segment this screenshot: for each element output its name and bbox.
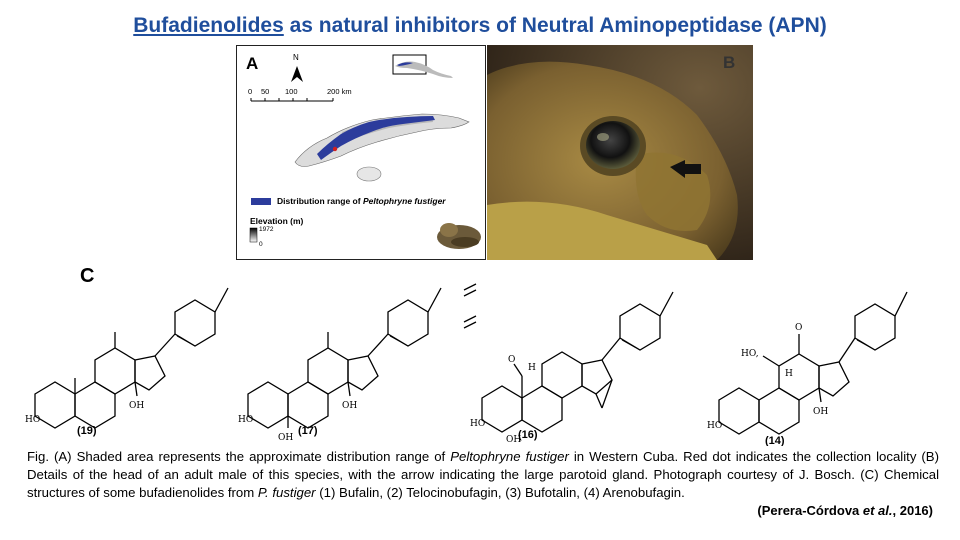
panel-a-map: A N 0 50 100 200 km Distrib	[236, 45, 486, 260]
north-arrow-icon	[291, 66, 303, 82]
caption-part-1: Fig. (A) Shaded area represents the appr…	[27, 449, 451, 464]
distribution-range	[317, 116, 435, 160]
elevation-min: 0	[259, 241, 263, 248]
structure-19: HO OH (19)	[25, 287, 229, 437]
oh-label: OH	[129, 401, 144, 411]
oh-label: OH	[342, 401, 357, 411]
caption-part-3: (1) Bufalin, (2) Telocinobufagin, (3) Bu…	[315, 485, 685, 500]
compound-number: (14)	[765, 435, 785, 446]
slide-title: Bufadienolides as natural inhibitors of …	[0, 14, 960, 38]
citation: (Perera-Córdova et al., 2016)	[757, 503, 933, 518]
citation-year: , 2016)	[892, 503, 933, 518]
ho-label-2: HO,	[741, 349, 759, 359]
panel-b-label: B	[723, 53, 736, 72]
scale-tick-50: 50	[261, 87, 270, 96]
title-keyword: Bufadienolides	[133, 14, 284, 37]
panel-a-label: A	[246, 54, 259, 73]
scale-tick-0: 0	[248, 87, 253, 96]
legend-prefix: Distribution range of	[277, 196, 363, 206]
figure-caption: Fig. (A) Shaded area represents the appr…	[27, 448, 939, 502]
structure-16: HO OH H O (16)	[463, 283, 674, 445]
toad-photo	[487, 45, 753, 260]
collection-locality-marker	[332, 146, 338, 152]
ho-label: HO	[470, 419, 485, 429]
caption-species-2: P. fustiger	[257, 485, 316, 500]
caption-species-1: Peltophryne fustiger	[450, 449, 569, 464]
legend-swatch	[251, 198, 271, 205]
compound-number: (19)	[77, 425, 97, 437]
map-graphic	[249, 54, 481, 249]
legend-species: Peltophryne fustiger	[362, 196, 446, 206]
oh-label: OH	[506, 435, 521, 445]
ho-label: HO	[25, 415, 40, 425]
structure-17: HO OH OH (17)	[238, 287, 442, 443]
oh-label-2: OH	[278, 433, 293, 443]
elevation-ramp	[249, 227, 258, 243]
arrow-icon	[670, 160, 701, 178]
north-label: N	[293, 53, 299, 62]
o-label: O	[508, 355, 515, 365]
h-label: H	[528, 363, 536, 373]
h-label: H	[785, 369, 793, 379]
compound-number: (16)	[518, 429, 538, 441]
structure-14: HO HO, O OH H (14)	[707, 291, 908, 446]
panel-c-label: C	[80, 265, 95, 287]
caption-part-2: in Western Cuba. Red dot indicates the c…	[27, 449, 939, 500]
citation-etal: et al.	[862, 503, 893, 518]
ho-label: HO	[707, 421, 722, 431]
ho-label: HO	[238, 415, 253, 425]
compound-number: (17)	[298, 425, 318, 437]
o-label: O	[795, 323, 802, 333]
title-rest: as natural inhibitors of Neutral Aminope…	[283, 14, 827, 37]
elevation-max: 1972	[259, 226, 274, 233]
scale-tick-200: 200 km	[327, 87, 352, 96]
legend-label: Distribution range of Peltophryne fustig…	[277, 196, 446, 206]
panel-b-photo: B	[487, 45, 753, 260]
oh-label: OH	[813, 407, 828, 417]
citation-authors: (Perera-Córdova	[757, 503, 863, 518]
scale-tick-100: 100	[285, 87, 298, 96]
elevation-title: Elevation (m)	[250, 216, 304, 226]
